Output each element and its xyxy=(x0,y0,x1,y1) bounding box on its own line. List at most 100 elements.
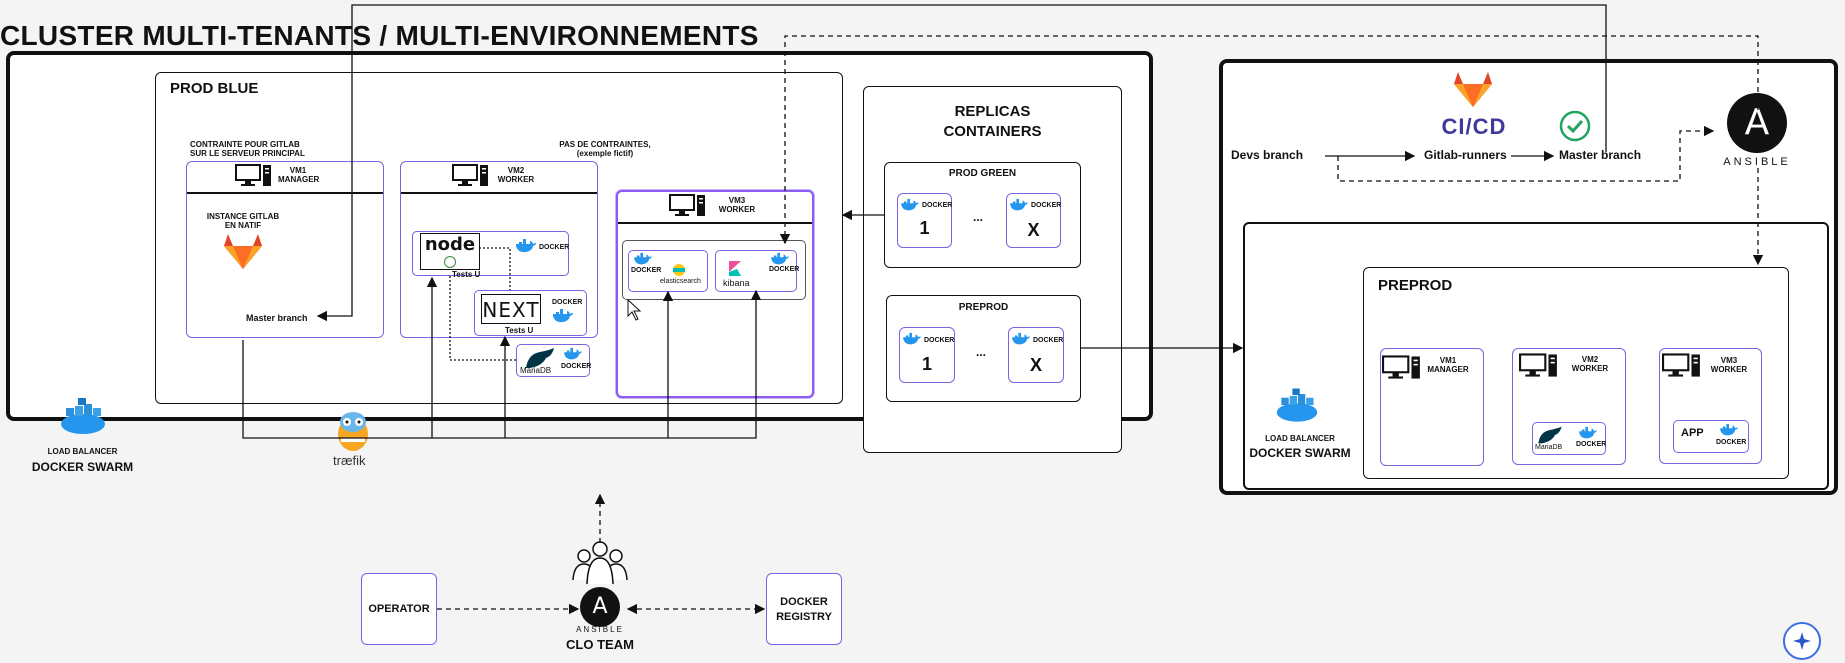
operator-label: OPERATOR xyxy=(368,603,430,615)
mariadb-logo: MariaDB xyxy=(520,366,552,375)
docker-whale-icon xyxy=(771,252,789,265)
note-no-constraint-1: PAS DE CONTRAINTES, xyxy=(559,140,651,149)
vm2-role: WORKER xyxy=(497,175,535,184)
note-gitlab-constraint-2: SUR LE SERVEUR PRINCIPAL xyxy=(190,149,305,158)
note-gitlab-constraint-1: CONTRAINTE POUR GITLAB xyxy=(190,140,300,149)
next-logo: NEXT xyxy=(482,298,540,322)
node-logo-box: node xyxy=(420,233,480,270)
computer-icon xyxy=(669,194,705,216)
docker-swarm-icon xyxy=(1276,388,1318,422)
replica-number-1: 1 xyxy=(919,218,930,238)
team-people-icon xyxy=(572,541,628,585)
preprod-mariadb-logo: MariaDB xyxy=(1535,444,1563,451)
prod-vm1-box xyxy=(186,161,384,338)
docker-swarm-icon xyxy=(61,398,105,434)
preprod-app-container xyxy=(1673,420,1749,453)
gitlab-instance-label-2: EN NATIF xyxy=(224,221,262,230)
docker-label: DOCKER xyxy=(552,299,583,306)
node-logo: node xyxy=(424,234,476,255)
left-docker-swarm-label: DOCKER SWARM xyxy=(31,460,134,474)
traefik-logo: træfik xyxy=(333,453,366,468)
left-load-balancer-label: LOAD BALANCER xyxy=(47,447,118,456)
ansible-icon: A xyxy=(1744,102,1770,143)
ai-assistant-button[interactable] xyxy=(1783,622,1821,660)
preprod-vm2-name: VM2 xyxy=(1581,355,1599,364)
docker-label: DOCKER xyxy=(769,266,800,273)
traefik-gopher-icon xyxy=(338,412,368,451)
elasticsearch-logo: elasticsearch xyxy=(660,278,701,285)
docker-whale-icon xyxy=(553,309,573,323)
right-load-balancer-label: LOAD BALANCER xyxy=(1265,434,1335,443)
gitlab-icon xyxy=(224,234,262,269)
kibana-icon xyxy=(729,261,741,276)
node-js-hex-icon xyxy=(444,256,456,268)
preprod-vm3-name: VM3 xyxy=(1720,356,1738,365)
kibana-logo: kibana xyxy=(723,278,750,288)
gitlab-icon xyxy=(1454,72,1492,107)
computer-icon xyxy=(452,164,488,186)
ansible-label: ANSIBLE xyxy=(1723,156,1791,168)
docker-whale-icon xyxy=(516,239,536,253)
tests-u-label: Tests U xyxy=(452,270,481,279)
replica-number-x: X xyxy=(1027,220,1040,240)
preprod-vm1-role: MANAGER xyxy=(1427,365,1469,374)
bottom-ansible-circle: A xyxy=(580,587,620,627)
vm3-header xyxy=(618,192,812,224)
cicd-logo: CI/CD xyxy=(1441,114,1507,139)
replica-number-x: X xyxy=(1029,355,1042,375)
computer-icon xyxy=(1382,355,1420,379)
cicd-master-branch-label: Master branch xyxy=(1559,148,1642,162)
preprod-vm2-role: WORKER xyxy=(1571,364,1609,373)
computer-icon xyxy=(1662,353,1700,377)
ansible-logo-circle: A xyxy=(1727,93,1787,153)
docker-label: DOCKER xyxy=(1576,441,1607,448)
computer-icon xyxy=(235,164,271,186)
preprod-replica-box xyxy=(886,295,1081,402)
preprod-vm1-name: VM1 xyxy=(1439,356,1457,365)
docker-label: DOCKER xyxy=(1031,202,1062,209)
replica-dots: ... xyxy=(975,345,986,359)
prod-green-title: PROD GREEN xyxy=(948,168,1017,179)
devs-branch-label: Devs branch xyxy=(1231,148,1304,162)
right-docker-swarm-label: DOCKER SWARM xyxy=(1249,446,1351,460)
vm3-name: VM3 xyxy=(728,196,746,205)
replicas-title-2: CONTAINERS xyxy=(943,123,1042,140)
docker-whale-icon xyxy=(903,332,921,345)
diagram-title: CLUSTER MULTI-TENANTS / MULTI-ENVIRONNEM… xyxy=(0,20,759,51)
elasticsearch-icon xyxy=(673,264,685,276)
ansible-icon: A xyxy=(592,594,608,619)
docker-label: DOCKER xyxy=(539,244,570,251)
vm1-name: VM1 xyxy=(289,166,307,175)
vm2-header xyxy=(401,162,597,194)
docker-label: DOCKER xyxy=(1033,337,1064,344)
mariadb-seal-icon xyxy=(526,348,554,368)
tests-u-label-2: Tests U xyxy=(505,326,534,335)
note-no-constraint-2: (exemple fictif) xyxy=(576,149,634,158)
preprod-replica-title: PREPROD xyxy=(958,302,1009,313)
docker-whale-icon xyxy=(564,347,582,360)
vm3-role: WORKER xyxy=(718,205,756,214)
docker-whale-icon xyxy=(901,198,919,211)
kibana-container xyxy=(715,250,797,292)
vm1-header xyxy=(187,162,383,194)
clo-team-label: CLO TEAM xyxy=(566,637,634,652)
docker-label: DOCKER xyxy=(922,202,953,209)
replicas-title-1: REPLICAS xyxy=(954,103,1031,120)
registry-label-2: REGISTRY xyxy=(776,611,832,623)
docker-whale-icon xyxy=(1579,426,1597,439)
preprod-app-label: APP xyxy=(1681,427,1704,439)
docker-registry-box xyxy=(766,573,842,645)
gitlab-runners-label: Gitlab-runners xyxy=(1424,148,1507,162)
sparkle-icon xyxy=(1793,632,1811,650)
vm1-role: MANAGER xyxy=(278,175,320,184)
master-branch-label: Master branch xyxy=(246,313,308,323)
docker-whale-icon xyxy=(1012,332,1030,345)
docker-label: DOCKER xyxy=(924,337,955,344)
preprod-vm3-role: WORKER xyxy=(1710,365,1748,374)
docker-label: DOCKER xyxy=(631,267,662,274)
docker-whale-icon xyxy=(1720,423,1738,436)
gitlab-instance-label-1: INSTANCE GITLAB xyxy=(206,212,280,221)
replica-dots: ... xyxy=(972,210,983,224)
prod-green-replica-1 xyxy=(897,193,952,248)
